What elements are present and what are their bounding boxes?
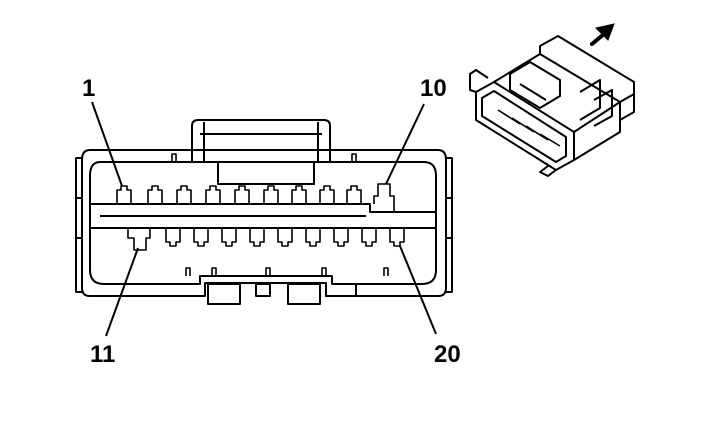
iso-rail-1 <box>579 79 601 121</box>
right-flange <box>446 157 453 293</box>
pin-19 <box>361 228 377 247</box>
connector-front-view <box>75 119 453 305</box>
pin-8 <box>319 185 335 204</box>
keying-notches <box>171 153 389 276</box>
arrow-head <box>595 23 615 41</box>
notch-top-l <box>171 153 177 162</box>
leader-pin-1 <box>91 101 123 187</box>
pin-5 <box>234 185 250 204</box>
pin-row-bottom <box>127 228 405 251</box>
bottom-tab-left <box>207 283 241 305</box>
iso-tab-bottom <box>539 165 557 177</box>
bottom-center-key <box>325 284 357 297</box>
leader-pin-11 <box>105 247 139 337</box>
pin-12 <box>165 228 181 247</box>
pin-17 <box>305 228 321 247</box>
pin-row-top <box>116 183 395 212</box>
iso-front-inner <box>481 90 567 163</box>
iso-terminals <box>497 109 561 147</box>
pin-10 <box>373 183 395 212</box>
iso-latch-line <box>519 83 547 101</box>
pin-18 <box>333 228 349 247</box>
iso-rear-flange-edge <box>619 93 635 103</box>
pin-20 <box>389 228 405 247</box>
pin-14 <box>221 228 237 247</box>
iso-rail-2 <box>593 89 613 127</box>
iso-terminal-4 <box>539 133 561 147</box>
label-pin-20: 20 <box>434 341 461 368</box>
divider-bar <box>89 203 437 229</box>
leader-pin-10 <box>385 103 425 185</box>
pin-11 <box>127 228 151 251</box>
label-pin-10: 10 <box>420 75 447 102</box>
pin-6 <box>263 185 279 204</box>
inner-housing <box>89 161 437 285</box>
pin-15 <box>249 228 265 247</box>
notch-bot-2 <box>211 267 217 276</box>
notch-bot-3 <box>265 267 271 276</box>
arrow-shaft <box>590 32 606 46</box>
label-pin-11: 11 <box>90 341 115 368</box>
pin-3 <box>176 185 192 204</box>
pin-7 <box>291 185 307 204</box>
notch-bot-1 <box>185 267 191 276</box>
pin-2 <box>147 185 163 204</box>
leader-lines <box>91 101 437 337</box>
leader-pin-20 <box>399 245 437 335</box>
pin-9 <box>346 185 362 204</box>
pin-4 <box>205 185 221 204</box>
pin-13 <box>193 228 209 247</box>
notch-top-r <box>351 153 357 162</box>
iso-top-face <box>493 53 621 133</box>
iso-rear-flange <box>539 35 635 121</box>
pin-1 <box>116 185 132 204</box>
label-pin-1: 1 <box>82 75 95 102</box>
bottom-tab-right <box>287 283 321 305</box>
iso-tab-front <box>469 69 489 93</box>
arrow-up-right-icon <box>590 23 615 46</box>
iso-right-face <box>573 102 621 161</box>
outer-housing <box>81 149 447 297</box>
bottom-tab-mid <box>255 283 271 297</box>
connector-isometric-view <box>469 35 635 177</box>
left-flange <box>75 157 82 293</box>
pin-16 <box>277 228 293 247</box>
iso-latch <box>509 61 561 109</box>
notch-bot-4 <box>321 267 327 276</box>
top-latch <box>191 119 331 162</box>
label-window <box>217 161 315 185</box>
iso-terminal-3 <box>525 125 549 141</box>
notch-bot-5 <box>383 267 389 276</box>
